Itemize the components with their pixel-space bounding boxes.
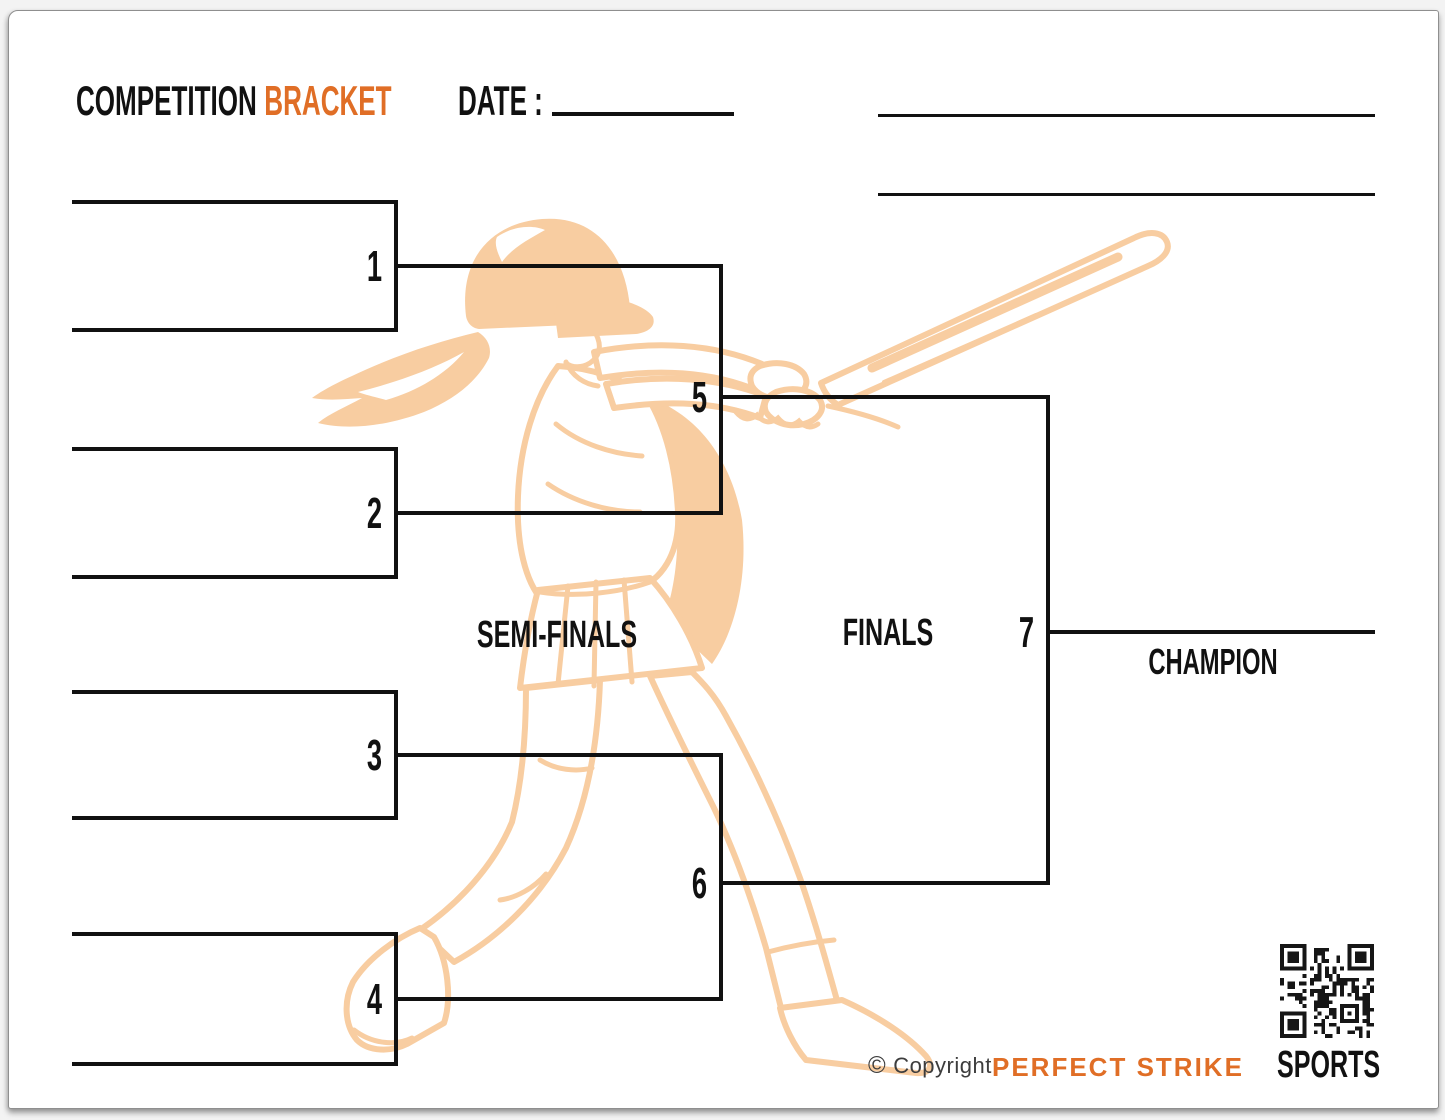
seed2-connector [396,511,723,515]
seed6-connector [721,881,1050,885]
slot2-top-line [72,447,398,451]
champion-line [1046,630,1375,634]
seed-5: 5 [691,373,707,422]
seed-2: 2 [366,489,382,538]
slot1-top-line [72,200,398,204]
copyright-text: ©Copyright [868,1053,992,1079]
seed5-connector [721,395,1050,399]
qr-code [1280,944,1374,1038]
seed-7: 7 [1018,608,1034,657]
seed1-connector [396,264,723,268]
finals-label: FINALS [842,612,934,654]
write-in-line-2 [878,193,1375,196]
seed3-connector [396,753,723,757]
champion-label: CHAMPION [1148,641,1278,682]
seed-3: 3 [366,731,382,780]
slot4-top-line [72,932,398,936]
title-competition: COMPETITION [76,77,257,124]
copyright-word: Copyright [893,1053,992,1078]
seed-1: 1 [366,242,382,291]
title-bracket: BRACKET [264,77,392,124]
date-underline [552,112,734,116]
slot3-bottom-line [72,816,398,820]
slot3-top-line [72,690,398,694]
slot1-bottom-line [72,328,398,332]
write-in-line-1 [878,114,1375,117]
semifinals-label: SEMI-FINALS [476,614,638,656]
semifinal2-right-line [719,753,723,1001]
copyright-icon: © [868,1052,887,1079]
slot2-bottom-line [72,575,398,579]
slot4-bottom-line [72,1062,398,1066]
seed-6: 6 [691,859,707,908]
date-label: DATE : [458,77,543,124]
seed4-connector [396,997,723,1001]
page-card [8,10,1439,1109]
semifinal1-right-line [719,264,723,515]
brand-logo-perfect-strike: PERFECT STRIKE [992,1052,1244,1082]
final-right-line [1046,395,1050,885]
seed-4: 4 [366,975,382,1024]
brand-sports: SPORTS [1277,1044,1381,1086]
